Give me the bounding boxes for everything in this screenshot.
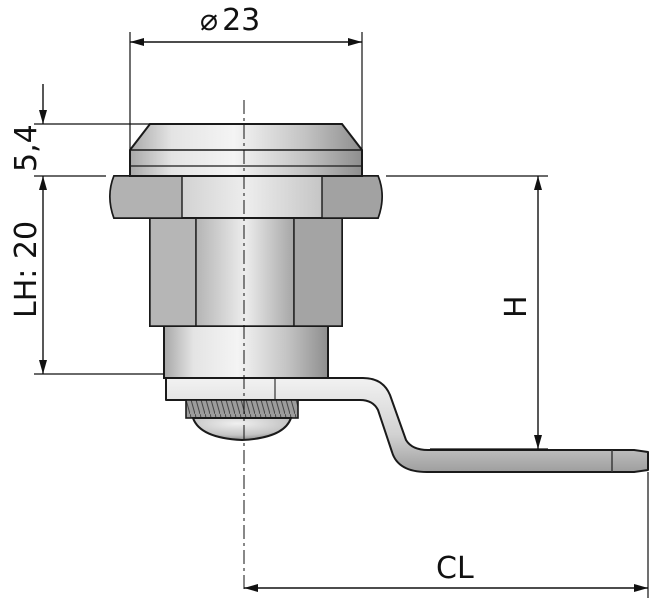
cam-height-dimension: H bbox=[386, 175, 548, 450]
hex-nut-right-facet bbox=[321, 175, 383, 219]
knurled-ring bbox=[185, 399, 299, 419]
lock-height-label: LH: 20 bbox=[9, 221, 44, 318]
dome-cap bbox=[191, 417, 293, 442]
body-flat-center bbox=[195, 217, 295, 327]
diameter-dimension: ⌀23 bbox=[129, 3, 363, 150]
cam-length-label: CL bbox=[436, 551, 474, 586]
cam-height-label: H bbox=[499, 295, 534, 318]
lock-body bbox=[109, 123, 649, 473]
cam-length-dimension: CL bbox=[244, 472, 649, 598]
lock-height-dimension: LH: 20 bbox=[9, 176, 164, 375]
body-flat-right bbox=[293, 217, 343, 327]
body-flat-left bbox=[149, 217, 197, 327]
diameter-symbol: ⌀ bbox=[200, 3, 218, 38]
flange-height-label: 5,4 bbox=[9, 124, 44, 172]
cam-plate bbox=[165, 377, 649, 473]
hex-nut-left-facet bbox=[109, 175, 183, 219]
svg-text:⌀23: ⌀23 bbox=[200, 3, 260, 38]
lower-barrel bbox=[163, 325, 329, 379]
flange-height-dimension: 5,4 bbox=[9, 84, 150, 190]
diameter-value: 23 bbox=[222, 3, 260, 38]
